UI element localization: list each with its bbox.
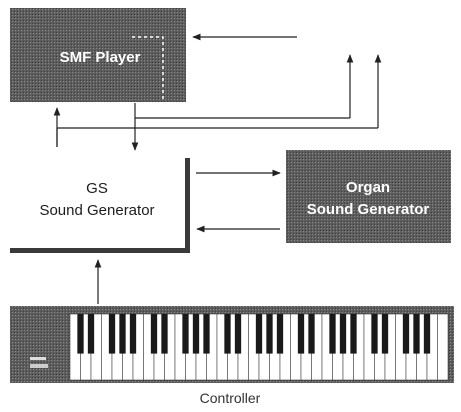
black-key <box>382 314 388 354</box>
black-key <box>340 314 346 354</box>
white-key <box>438 314 449 380</box>
black-key <box>182 314 188 354</box>
controller-label: Controller <box>200 390 261 406</box>
black-key <box>235 314 241 354</box>
organ-sound-generator-box: Organ Sound Generator <box>286 150 451 243</box>
black-key <box>371 314 377 354</box>
gs-sound-generator-label-line2: Sound Generator <box>39 202 154 219</box>
black-key <box>109 314 115 354</box>
black-key <box>277 314 283 354</box>
black-key <box>329 314 335 354</box>
smf-player-box: SMF Player <box>10 8 186 103</box>
black-key <box>424 314 430 354</box>
black-key <box>224 314 230 354</box>
black-key <box>77 314 83 354</box>
controller-keyboard <box>10 306 454 383</box>
black-key <box>308 314 314 354</box>
gs-sound-generator-label-line1: GS <box>86 180 108 197</box>
black-key <box>193 314 199 354</box>
gs-sound-generator-box: GS Sound Generator <box>10 158 190 253</box>
controller-panel-slot <box>30 364 48 368</box>
black-key <box>256 314 262 354</box>
black-key <box>266 314 272 354</box>
black-key <box>119 314 125 354</box>
black-key <box>151 314 157 354</box>
black-key <box>413 314 419 354</box>
black-key <box>403 314 409 354</box>
black-key <box>203 314 209 354</box>
black-key <box>130 314 136 354</box>
black-key <box>88 314 94 354</box>
black-key <box>350 314 356 354</box>
controller-panel-slot <box>30 357 46 360</box>
organ-sound-generator-label-line2: Sound Generator <box>307 201 430 218</box>
black-key <box>298 314 304 354</box>
organ-sound-generator-label-line1: Organ <box>346 179 390 196</box>
smf-player-label: SMF Player <box>60 49 141 66</box>
black-key <box>161 314 167 354</box>
